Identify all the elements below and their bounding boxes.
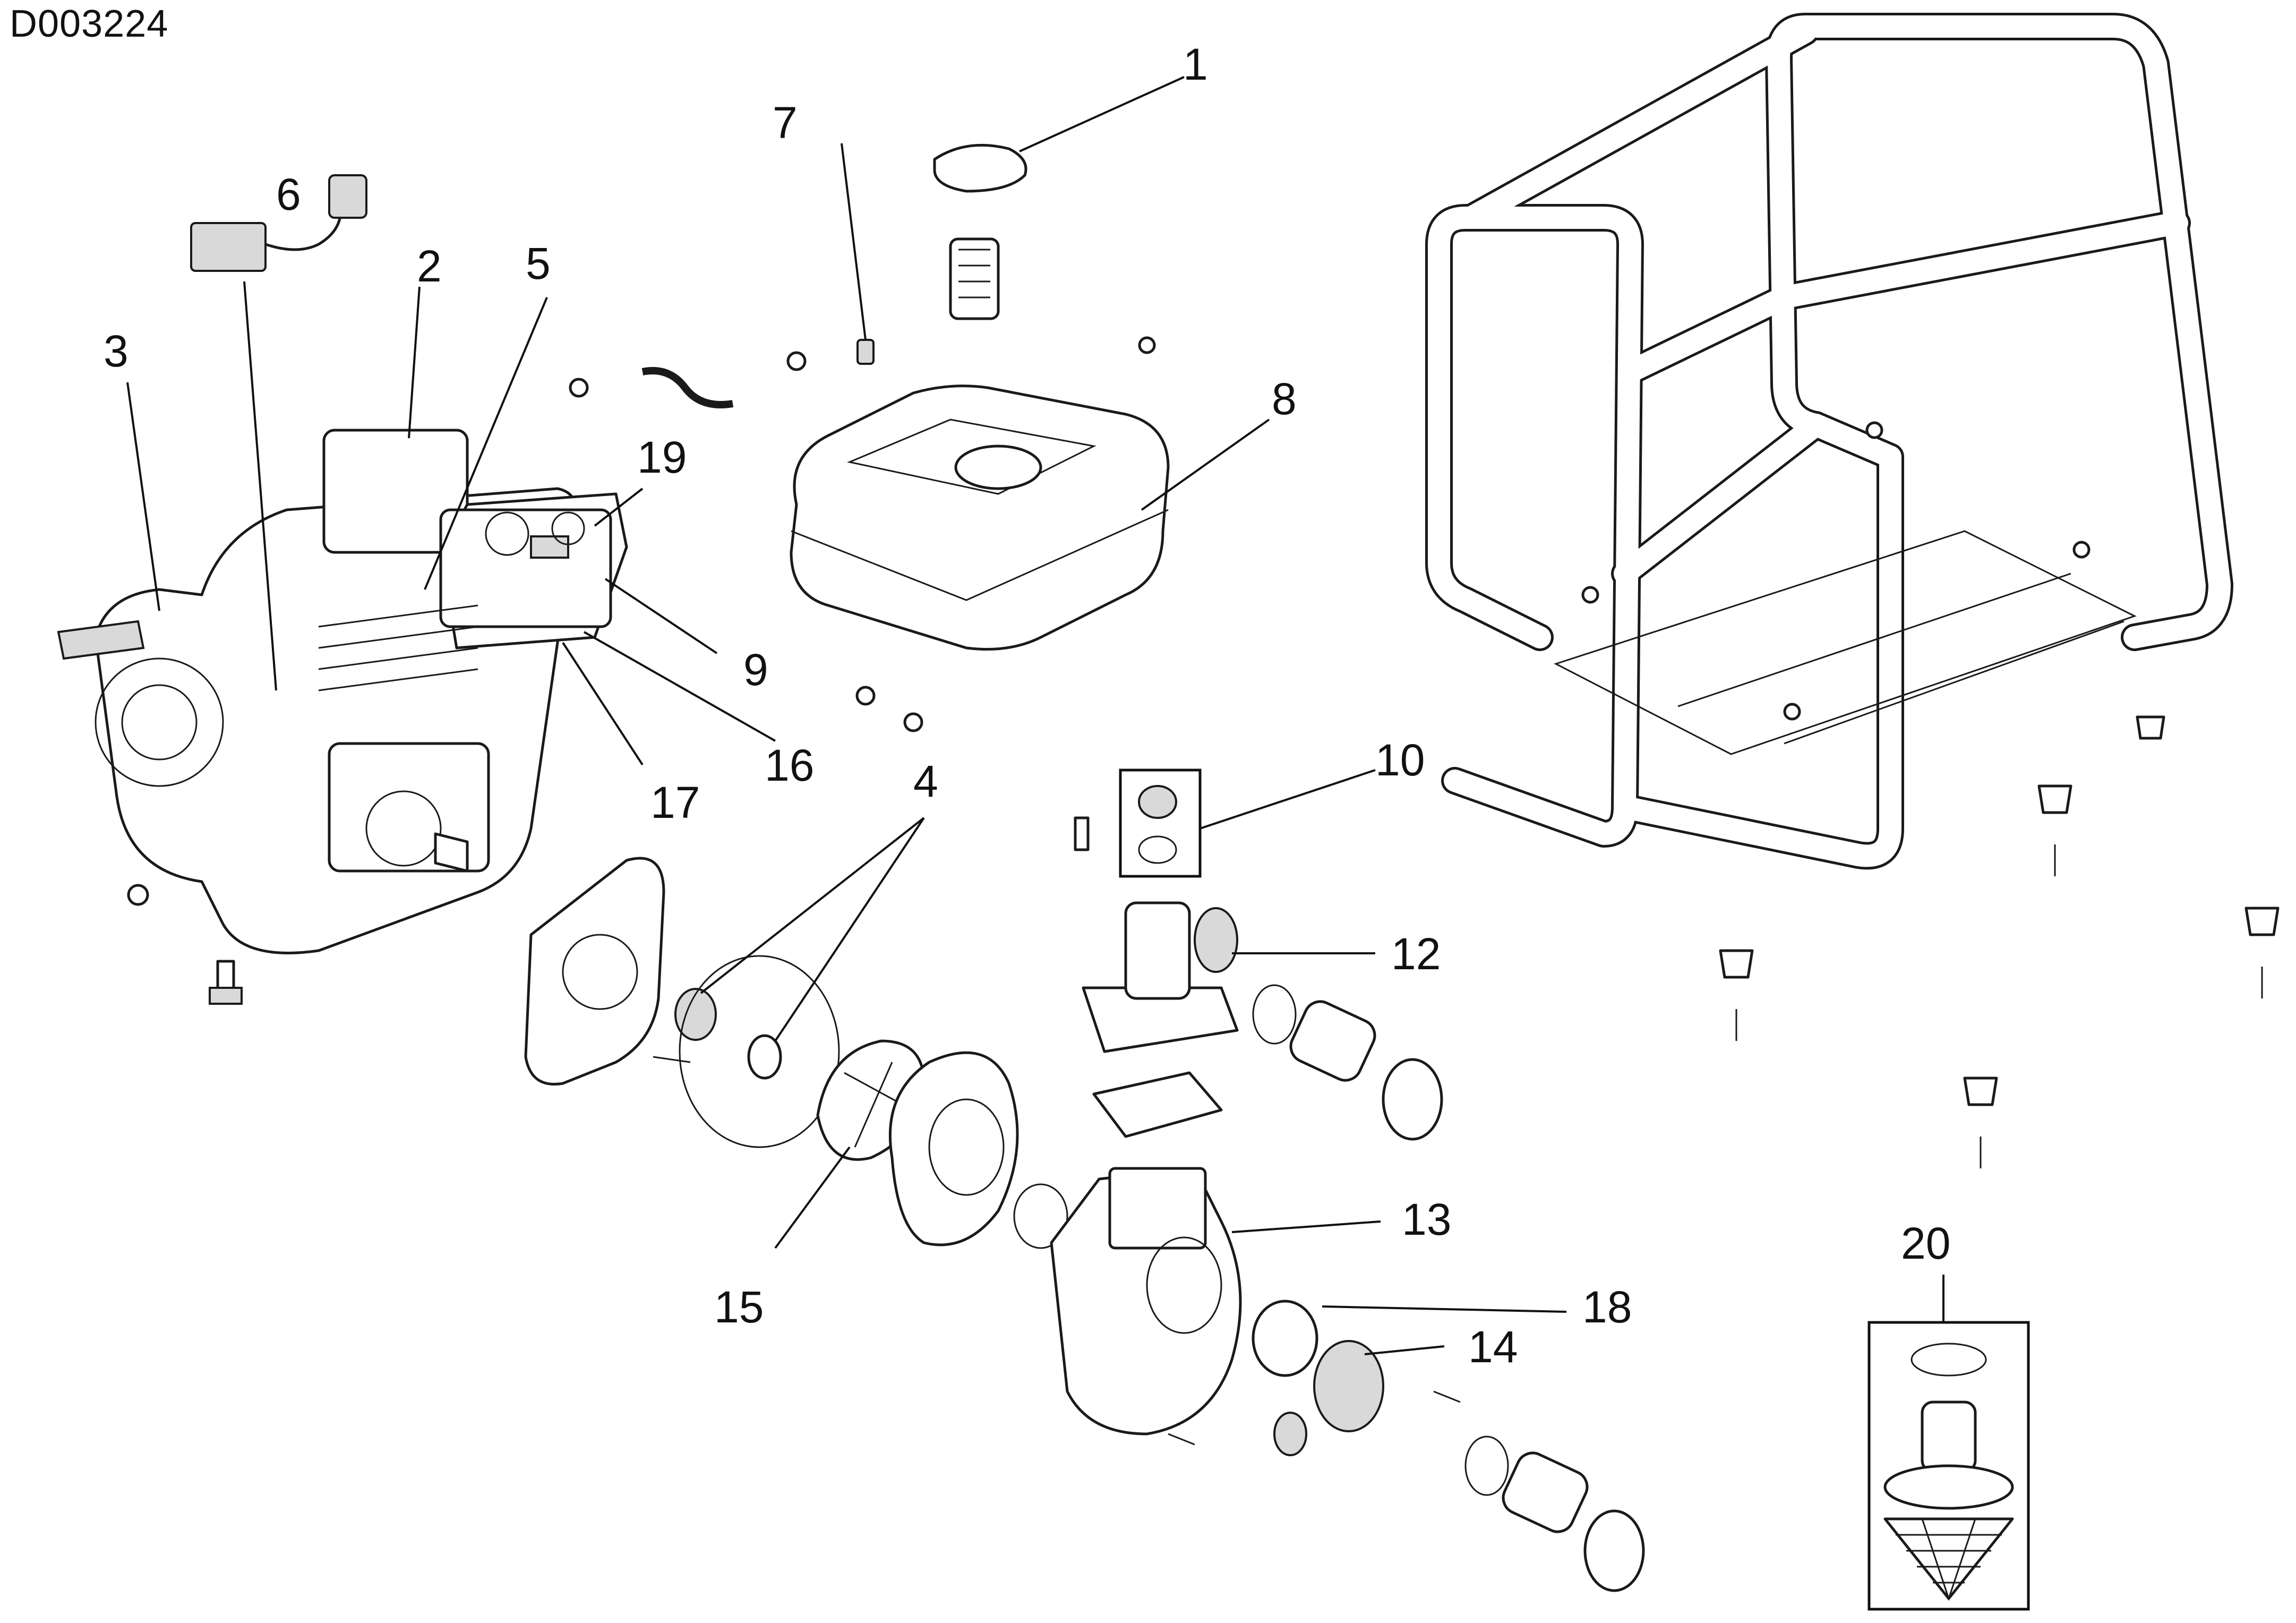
- callout-3: 3: [104, 326, 128, 376]
- callout-2: 2: [417, 241, 442, 291]
- pump-illustration: [524, 768, 1645, 1592]
- callout-16: 16: [765, 740, 814, 790]
- callout-9: 9: [743, 645, 768, 695]
- engine-illustration: [57, 429, 628, 1005]
- callout-5: 5: [526, 238, 551, 288]
- drawing-id: D003224: [10, 3, 169, 45]
- fuel-line-illustration: [569, 339, 875, 408]
- frame-illustration: [1425, 13, 2280, 1168]
- callout-13: 13: [1402, 1194, 1451, 1244]
- callout-8: 8: [1272, 374, 1297, 424]
- ignition-coil-illustration: [190, 174, 367, 691]
- callout-labels: 1 2 3 4 5 6 7 8 9 10 12 13 14 15 16 17 1…: [104, 39, 1950, 1372]
- callout-17: 17: [650, 778, 700, 827]
- callout-15: 15: [714, 1282, 764, 1332]
- callout-10: 10: [1375, 735, 1425, 785]
- callout-12: 12: [1391, 929, 1441, 979]
- callout-7: 7: [773, 98, 798, 148]
- fuel-tank-illustration: [790, 143, 1170, 732]
- rubber-feet: [1719, 715, 2280, 1168]
- leader-lines: [126, 76, 1944, 1355]
- strainer-illustration: [1867, 1321, 2030, 1611]
- callout-19: 19: [637, 432, 687, 482]
- callout-1: 1: [1183, 39, 1208, 89]
- callout-20: 20: [1901, 1218, 1950, 1268]
- callout-14: 14: [1468, 1322, 1518, 1372]
- callout-4: 4: [913, 756, 938, 806]
- callout-6: 6: [276, 169, 301, 219]
- callout-18: 18: [1582, 1282, 1632, 1332]
